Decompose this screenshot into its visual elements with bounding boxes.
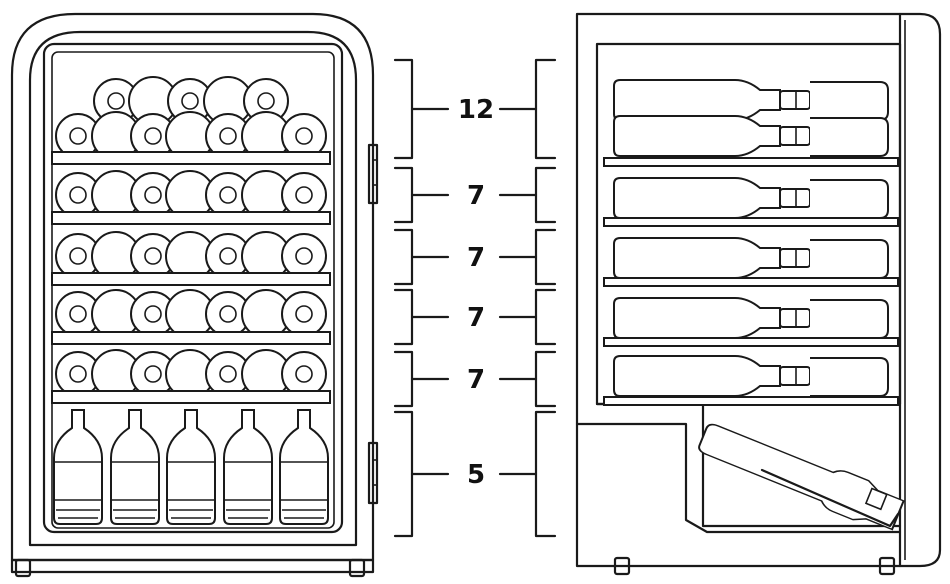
side-foot-right — [878, 556, 896, 576]
bottle-neck — [181, 92, 199, 110]
front-view — [10, 12, 379, 578]
side-bottles — [603, 79, 899, 406]
capacity-brackets: 12 7 7 7 7 5 — [393, 58, 557, 538]
front-standing-bottles — [53, 409, 329, 525]
bottle-neck — [69, 127, 87, 145]
standing-bottle — [279, 409, 329, 525]
side-shelf-1 — [603, 157, 899, 167]
capacity-bracket-5: 7 — [393, 350, 557, 408]
shelf-2 — [51, 211, 331, 225]
front-row-4 — [55, 289, 327, 339]
door-frame — [28, 30, 358, 547]
capacity-bracket-2: 7 — [393, 166, 557, 224]
side-door — [898, 12, 942, 568]
bottle-neck — [295, 127, 313, 145]
compressor-step — [575, 422, 902, 534]
capacity-label: 12 — [458, 95, 494, 125]
hinge-top — [367, 143, 379, 205]
bottle-neck — [257, 92, 275, 110]
side-bottle — [613, 79, 889, 121]
side-shelf-3 — [603, 277, 899, 287]
inner-cavity — [51, 51, 335, 529]
bottle-cork — [864, 487, 888, 511]
side-bottle — [613, 237, 889, 279]
shelf-1 — [51, 151, 331, 165]
foot-left — [14, 558, 32, 578]
hinge-bottom — [367, 441, 379, 505]
cabinet-outline — [10, 12, 375, 562]
side-shelf-4 — [603, 337, 899, 347]
side-bottle — [613, 355, 889, 397]
front-row-5 — [55, 349, 327, 399]
foot-right — [348, 558, 366, 578]
standing-bottle — [53, 409, 103, 525]
capacity-label: 7 — [467, 303, 485, 333]
standing-bottle — [110, 409, 160, 525]
side-shelf-2 — [603, 217, 899, 227]
capacity-label: 7 — [467, 243, 485, 273]
side-bottle — [613, 177, 889, 219]
base-plinth — [10, 558, 375, 574]
shelf-3 — [51, 272, 331, 286]
side-shelf-5 — [603, 396, 899, 406]
shelf-4 — [51, 331, 331, 345]
front-row-3 — [55, 231, 327, 281]
capacity-label: 7 — [467, 181, 485, 211]
capacity-label: 5 — [467, 460, 485, 490]
shelf-5 — [51, 390, 331, 404]
side-bottle — [613, 297, 889, 339]
standing-bottle — [166, 409, 216, 525]
bottle-neck — [219, 127, 237, 145]
glass-panel — [42, 42, 344, 534]
bottle-neck — [107, 92, 125, 110]
tilted-bottle — [698, 423, 905, 531]
tilted-rack — [760, 468, 900, 528]
front-row-1 — [55, 76, 327, 161]
side-view — [575, 12, 942, 576]
capacity-label: 7 — [467, 365, 485, 395]
front-row-2 — [55, 170, 327, 220]
side-foot-left — [613, 556, 631, 576]
capacity-bracket-3: 7 — [393, 228, 557, 286]
side-bottle — [613, 115, 889, 157]
capacity-bracket-1: 12 — [393, 58, 557, 160]
bottle-neck — [144, 127, 162, 145]
capacity-bracket-6: 5 — [393, 410, 557, 538]
standing-bottle — [223, 409, 273, 525]
capacity-bracket-4: 7 — [393, 288, 557, 346]
